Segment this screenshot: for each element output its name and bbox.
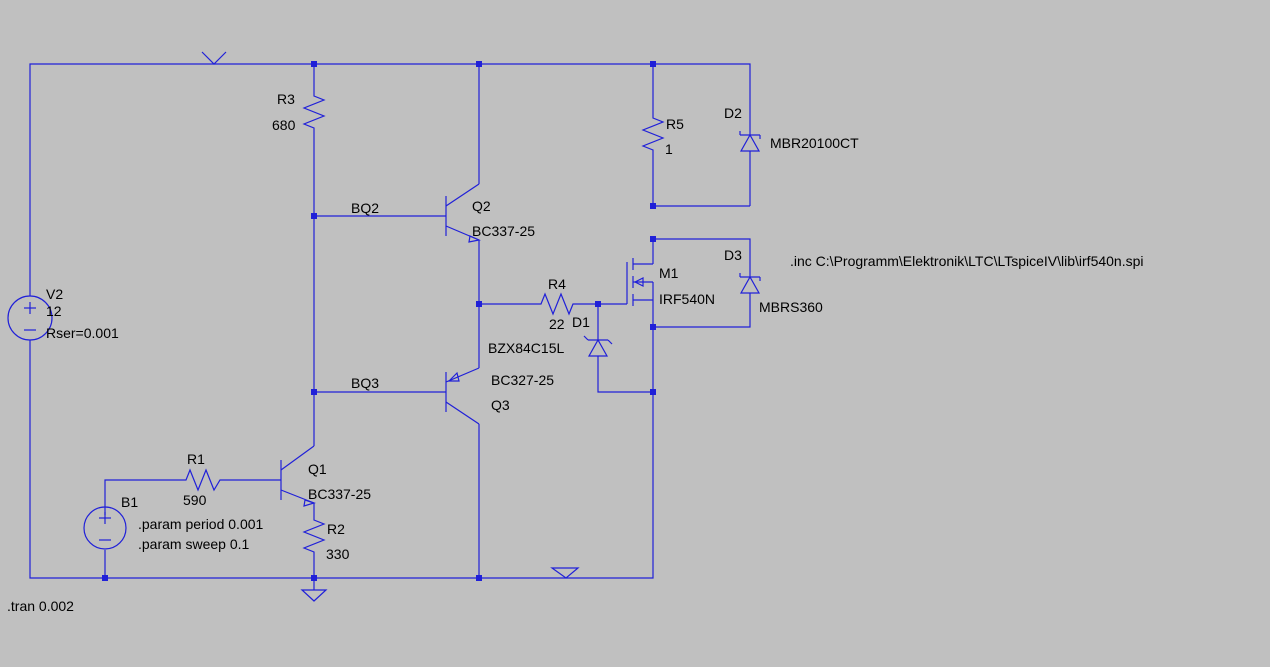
q2-value: BC337-25 [472,223,535,239]
r3-value: 680 [272,117,296,133]
voltage-source-v2[interactable] [7,295,53,341]
param-period-directive[interactable]: .param period 0.001 [138,516,264,532]
d3-value: MBRS360 [759,299,823,315]
b1-name: B1 [121,494,138,510]
q1-value: BC337-25 [308,486,371,502]
v2-param: Rser=0.001 [46,325,119,341]
d1-value: BZX84C15L [488,340,564,356]
resistor-r4[interactable] [535,292,580,316]
m1-name: M1 [659,265,679,281]
param-sweep-directive[interactable]: .param sweep 0.1 [138,536,249,552]
q1-name: Q1 [308,461,327,477]
diode-d2[interactable] [739,127,761,152]
r3-name: R3 [277,91,295,107]
v2-name: V2 [46,286,63,302]
transistor-q1[interactable] [280,445,316,507]
r1-name: R1 [187,451,205,467]
r4-name: R4 [548,276,566,292]
d2-name: D2 [724,105,742,121]
wires [29,63,751,590]
transistor-q2[interactable] [445,183,481,243]
resistor-r5[interactable] [641,108,665,158]
r4-value: 22 [549,316,565,332]
supply-flag-icon[interactable] [201,51,227,65]
r5-name: R5 [666,116,684,132]
q2-name: Q2 [472,198,491,214]
mosfet-m1[interactable] [626,258,654,327]
diode-d3[interactable] [739,270,761,294]
bq2-label: BQ2 [351,200,379,216]
q3-name: Q3 [491,397,510,413]
r5-value: 1 [665,141,673,157]
d3-name: D3 [724,247,742,263]
d1-name: D1 [572,314,590,330]
r1-value: 590 [183,492,207,508]
include-directive[interactable]: .inc C:\Programm\Elektronik\LTC\LTspiceI… [790,253,1144,269]
zener-diode-d1[interactable] [583,335,613,359]
resistor-r1[interactable] [180,468,228,492]
q3-value: BC327-25 [491,372,554,388]
tran-directive[interactable]: .tran 0.002 [7,598,74,614]
ground-symbol-icon[interactable] [300,589,328,602]
m1-value: IRF540N [659,291,715,307]
transistor-q3[interactable] [445,367,480,425]
v2-value: 12 [46,303,62,319]
ground-flag-icon[interactable] [550,567,580,579]
r2-name: R2 [327,521,345,537]
bq3-label: BQ3 [351,375,379,391]
behavioral-source-b1[interactable] [83,506,127,550]
resistor-r3[interactable] [302,90,326,134]
d2-value: MBR20100CT [770,135,859,151]
resistor-r2[interactable] [302,514,326,566]
r2-value: 330 [326,546,350,562]
